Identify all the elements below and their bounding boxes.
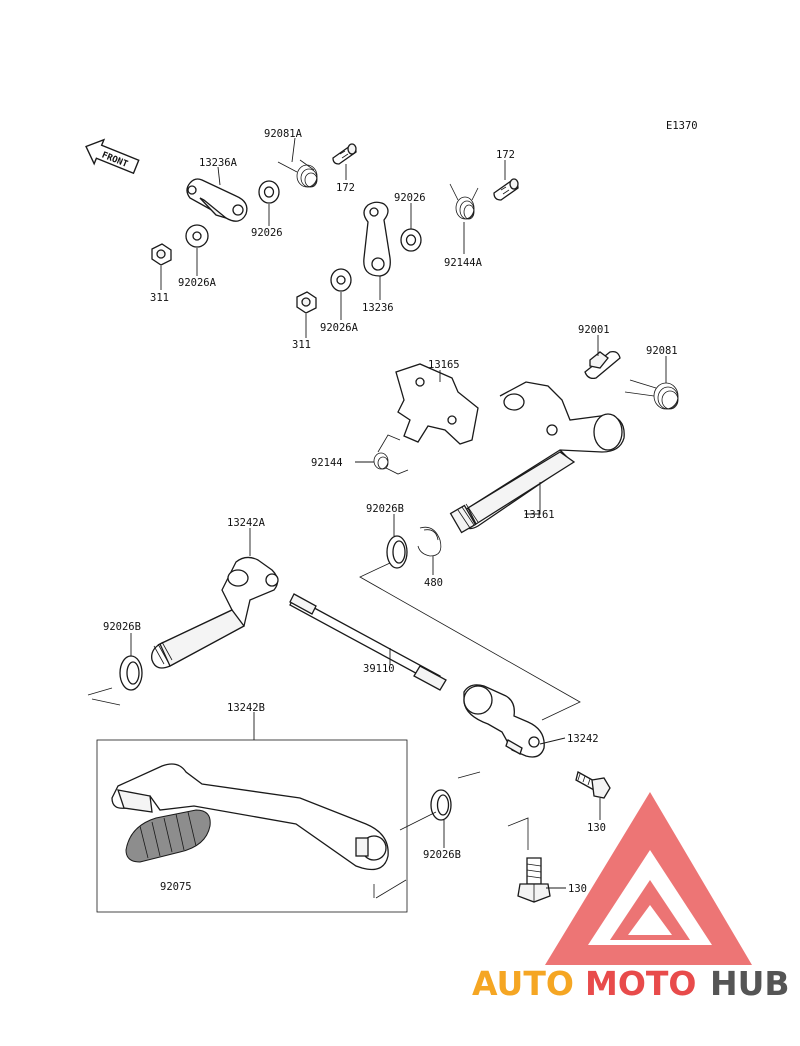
part-172-pin-a xyxy=(332,143,357,165)
part-92026B-washer-a xyxy=(386,535,408,569)
part-13161-shaft xyxy=(449,381,625,534)
part-13242A-lever xyxy=(151,556,279,669)
label-92026B-c: 92026B xyxy=(423,849,461,861)
label-13165: 13165 xyxy=(428,359,460,371)
label-92144: 92144 xyxy=(311,457,343,469)
label-92081: 92081 xyxy=(646,345,678,357)
part-92144A-spring xyxy=(449,183,479,220)
label-92026B-b: 92026B xyxy=(103,621,141,633)
part-172-pin-b xyxy=(493,178,519,201)
label-92026-a: 92026 xyxy=(251,227,283,239)
watermark-hub: HUB xyxy=(710,964,790,1003)
label-92026A-a: 92026A xyxy=(178,277,217,289)
part-311-nut-a xyxy=(151,243,172,266)
part-92081A-spring xyxy=(277,159,318,188)
watermark-text: AUTO MOTO HUB xyxy=(472,964,790,1003)
part-92026-washer-a xyxy=(258,180,280,204)
part-13242-lever xyxy=(463,684,545,758)
pedal-assembly-box xyxy=(96,739,408,913)
part-92144-spring xyxy=(373,434,409,475)
label-13242A: 13242A xyxy=(227,517,266,529)
leader-lines xyxy=(130,137,667,889)
label-92026A-b: 92026A xyxy=(320,322,359,334)
label-92001: 92001 xyxy=(578,324,610,336)
label-92026B-a: 92026B xyxy=(366,503,404,515)
label-311-b: 311 xyxy=(292,339,311,351)
label-311-a: 311 xyxy=(150,292,169,304)
part-92026B-washer-c xyxy=(430,789,452,821)
label-13242: 13242 xyxy=(567,733,599,745)
assembly-guide-lines xyxy=(87,562,581,902)
part-13236-arm xyxy=(363,201,391,277)
label-92075: 92075 xyxy=(160,881,192,893)
part-92075-rubber xyxy=(125,809,211,863)
label-13161: 13161 xyxy=(523,509,555,521)
part-92026A-washer-a xyxy=(185,224,209,248)
label-13236: 13236 xyxy=(362,302,394,314)
part-13236A-arm xyxy=(186,178,248,222)
part-130-bolt-a xyxy=(575,771,611,799)
part-92026A-washer-b xyxy=(330,268,352,292)
label-130-b: 130 xyxy=(568,883,587,895)
label-172-b: 172 xyxy=(496,149,515,161)
part-labels: 13236A 92081A 172 172 92026 92026 92144A… xyxy=(103,128,678,895)
label-13236A: 13236A xyxy=(199,157,238,169)
label-92144A: 92144A xyxy=(444,257,483,269)
label-480: 480 xyxy=(424,577,443,589)
part-92081-spring xyxy=(624,379,679,410)
part-92026B-washer-b xyxy=(119,655,143,691)
watermark-auto: AUTO xyxy=(472,964,574,1003)
label-13242B: 13242B xyxy=(227,702,265,714)
label-130-a: 130 xyxy=(587,822,606,834)
part-13242B-pedal xyxy=(111,763,389,871)
label-172-a: 172 xyxy=(336,182,355,194)
part-480-circlip xyxy=(417,526,442,557)
watermark-logo-triangle xyxy=(545,792,752,965)
label-39110: 39110 xyxy=(363,663,395,675)
part-311-nut-b xyxy=(296,291,317,314)
front-arrow-icon: FRONT xyxy=(85,138,140,175)
part-92026-washer-b xyxy=(400,228,422,252)
part-39110-rod xyxy=(289,593,447,691)
part-13165-plate xyxy=(395,363,479,445)
label-92081A: 92081A xyxy=(264,128,303,140)
watermark-moto: MOTO xyxy=(585,964,696,1003)
label-92026-b: 92026 xyxy=(394,192,426,204)
part-92001-bolt xyxy=(584,350,621,380)
diagram-id-label: E1370 xyxy=(666,120,698,132)
